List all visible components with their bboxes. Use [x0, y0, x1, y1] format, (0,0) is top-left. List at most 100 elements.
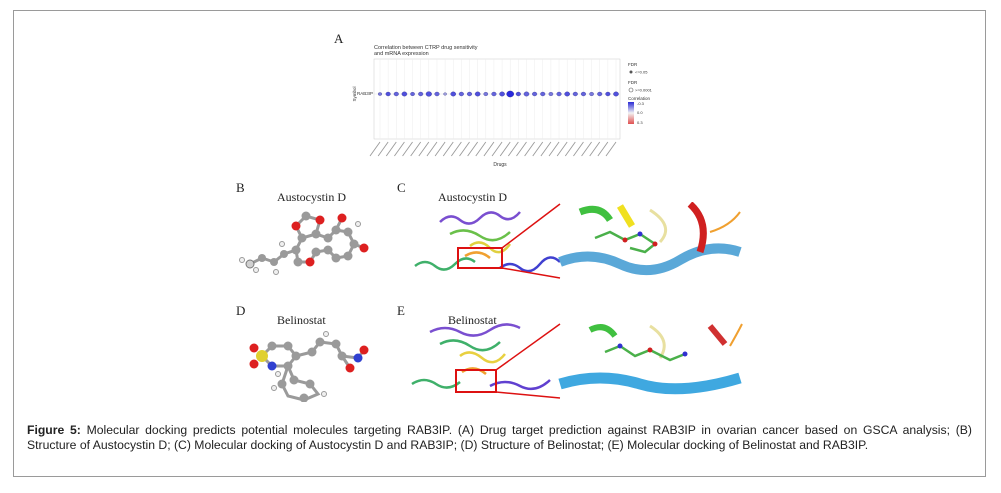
data-point [613, 91, 619, 97]
panel-c-title: Austocystin D [438, 190, 507, 204]
x-tick-label [418, 141, 430, 157]
x-tick-label [369, 141, 381, 157]
figure-frame [13, 10, 986, 477]
legend-corr-title: Correlation [628, 96, 651, 101]
data-point [540, 91, 546, 97]
belinostat-structure [249, 331, 369, 402]
data-point [434, 91, 440, 97]
x-tick-label [548, 141, 560, 157]
data-point [418, 91, 424, 97]
x-tick-label [394, 141, 405, 157]
panel-e-label: E [397, 303, 405, 318]
x-tick-label [597, 141, 609, 157]
data-point [393, 91, 399, 97]
legend-corr-tick: -0.3 [637, 101, 645, 106]
x-tick-label [402, 141, 413, 157]
x-tick-label [442, 141, 454, 157]
data-point [443, 92, 447, 96]
protein-overview [411, 323, 551, 391]
y-category-label: RAB3IP [357, 91, 373, 96]
x-tick-label [516, 141, 527, 157]
x-tick-label [540, 141, 552, 157]
zoom-box [457, 247, 503, 269]
data-point [378, 92, 382, 96]
x-tick-label [385, 141, 397, 157]
chart-title-line2: and mRNA expression [374, 51, 429, 57]
data-point [425, 91, 432, 97]
data-point [605, 91, 611, 97]
legend-fdr-title: FDR [628, 62, 638, 67]
data-point [597, 91, 603, 97]
legend-fdr2-dot [628, 87, 634, 93]
legend-fdr2-value: >=0.0001 [635, 88, 653, 93]
legend-fdr2-title: FDR [628, 80, 638, 85]
panel-c-label: C [397, 180, 406, 195]
protein-overview [414, 211, 561, 273]
x-tick-label [451, 141, 462, 157]
data-point [483, 92, 489, 96]
x-tick-labels [369, 141, 617, 157]
y-axis-label: Symbol [352, 86, 357, 101]
panel-d-label: D [236, 303, 246, 318]
x-tick-label [467, 141, 479, 157]
x-tick-label [524, 141, 535, 157]
caption-text: Molecular docking predicts potential mol… [27, 423, 972, 452]
data-point [580, 91, 586, 97]
x-tick-label [377, 141, 389, 157]
plot-area [373, 58, 621, 140]
x-tick-label [499, 141, 511, 157]
x-tick-label [507, 141, 519, 157]
x-tick-label [532, 141, 544, 157]
panel-d-title: Belinostat [277, 313, 326, 327]
data-point [589, 92, 594, 96]
legend-fdr-value: <=0.05 [635, 70, 648, 75]
figure-caption: Figure 5: Molecular docking predicts pot… [27, 423, 972, 453]
zoom-box [455, 369, 497, 393]
figure-label: Figure 5: [27, 423, 81, 437]
data-point [506, 90, 514, 98]
x-tick-label [556, 141, 568, 157]
panel-b-label: B [236, 180, 245, 195]
panel-e-title: Belinostat [448, 313, 497, 327]
docking-belinostat [411, 323, 743, 399]
data-point [523, 91, 530, 97]
x-tick-label [475, 141, 487, 157]
data-points [378, 90, 619, 98]
chart-title-line1: Correlation between CTRP drug sensitivit… [374, 45, 478, 51]
data-point [401, 91, 408, 97]
panel-b-title: Austocystin D [277, 190, 346, 204]
x-tick-label [483, 141, 495, 157]
austocystin-d-structure [239, 211, 369, 275]
x-axis-label: Drugs [493, 162, 507, 168]
data-point [385, 91, 391, 97]
data-point [467, 91, 473, 97]
x-tick-label [459, 141, 470, 157]
x-tick-label [426, 141, 438, 157]
docking-austocystin-d [414, 202, 742, 279]
data-point [410, 92, 415, 96]
x-tick-label [581, 141, 592, 157]
panel-a-label: A [334, 31, 344, 46]
legend-corr-tick: 0.0 [637, 110, 643, 115]
gridlines [374, 59, 620, 139]
data-point [515, 91, 521, 97]
data-point [499, 91, 505, 97]
x-tick-label [605, 141, 617, 157]
x-tick-label [410, 141, 422, 157]
data-point [556, 91, 562, 97]
x-tick-label [434, 141, 446, 157]
data-point [458, 91, 464, 97]
binding-site-closeup [558, 323, 743, 395]
x-tick-label [589, 141, 601, 157]
data-point [474, 91, 481, 97]
data-point [572, 91, 578, 97]
legend-fdr-dot [629, 70, 633, 74]
data-point [564, 91, 570, 97]
x-tick-label [491, 141, 503, 157]
binding-site-closeup [558, 202, 742, 276]
data-point [548, 92, 554, 96]
legend-corr-tick: 0.3 [637, 120, 643, 125]
data-point [450, 91, 456, 97]
x-tick-label [564, 141, 576, 157]
bubble-chart: Correlation between CTRP drug sensitivit… [352, 45, 653, 168]
